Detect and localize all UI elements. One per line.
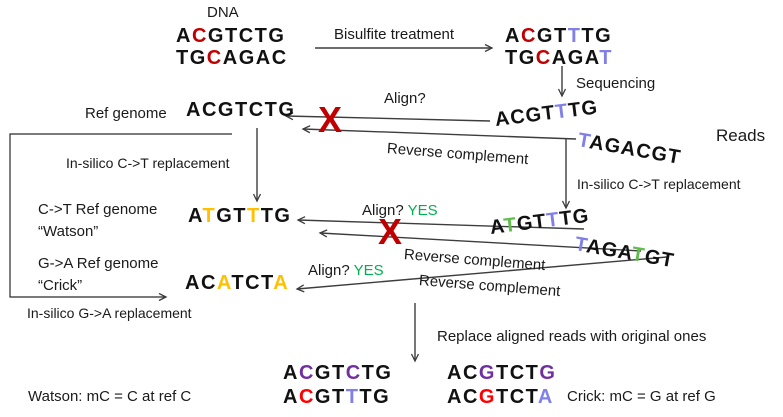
insilico-ct-label-left: In-silico C->T replacement	[66, 155, 230, 171]
dna-label: DNA	[207, 4, 239, 21]
reverse-complement-label-1: Reverse complement	[386, 140, 529, 169]
watson-ref-sequence: ATGTTTG	[188, 205, 292, 227]
sequencing-label: Sequencing	[576, 75, 656, 92]
crick-result-label: Crick: mC = G at ref G	[567, 388, 716, 405]
result-crick-ref-sequence: ACGTCTG	[447, 362, 557, 384]
x-mark-2: X	[378, 211, 403, 252]
bisulfite-treatment-label: Bisulfite treatment	[334, 26, 455, 43]
dna-top-strand: ACGTCTG	[176, 25, 286, 47]
align-question-1: Align?	[384, 90, 426, 107]
crick-ref-label-line2: “Crick”	[38, 277, 83, 294]
reverse-complement-label-2: Reverse complement	[403, 246, 546, 275]
read-4: TAGATGT	[573, 233, 677, 273]
bisulfite-bottom-strand: TGCAGAT	[505, 47, 613, 69]
dna-bottom-strand: TGCAGAC	[176, 47, 288, 69]
ref-genome-label: Ref genome	[85, 105, 167, 122]
watson-result-label: Watson: mC = C at ref C	[28, 388, 192, 405]
result-crick-read-sequence: ACGTCTA	[447, 386, 554, 408]
result-watson-read-sequence: ACGTTTG	[283, 386, 391, 408]
align-question-3: Align? YES	[308, 262, 384, 279]
crick-ref-label-line1: G->A Ref genome	[38, 255, 159, 272]
align-question-2: Align? YES	[362, 202, 438, 219]
reads-label: Reads	[716, 126, 766, 145]
insilico-ga-label: In-silico G->A replacement	[27, 305, 192, 321]
watson-ref-label-line1: C->T Ref genome	[38, 201, 158, 218]
align-yes-2: YES	[407, 202, 438, 219]
read-3: ATGTTTG	[488, 204, 591, 239]
read-1: ACGTTTG	[493, 96, 600, 131]
arrow-revcomp-read2-to-ref	[301, 125, 577, 140]
watson-ref-label-line2: “Watson”	[38, 223, 99, 240]
ref-genome-sequence: ACGTCTG	[186, 99, 296, 121]
read-2: TAGACGT	[576, 129, 683, 169]
align-question-3-text: Align?	[308, 262, 350, 279]
insilico-ct-label-right: In-silico C->T replacement	[577, 176, 741, 192]
align-yes-3: YES	[353, 262, 384, 279]
result-watson-ref-sequence: ACGTCTG	[283, 362, 393, 384]
align-question-2-text: Align?	[362, 202, 404, 219]
crick-ref-sequence: ACATCTA	[185, 272, 290, 294]
arrow-align-read1-to-ref	[284, 112, 491, 122]
x-mark-1: X	[318, 99, 343, 140]
bisulfite-top-strand: ACGTTTG	[505, 25, 613, 47]
reverse-complement-label-3: Reverse complement	[418, 272, 561, 301]
replace-reads-label: Replace aligned reads with original ones	[437, 328, 707, 345]
